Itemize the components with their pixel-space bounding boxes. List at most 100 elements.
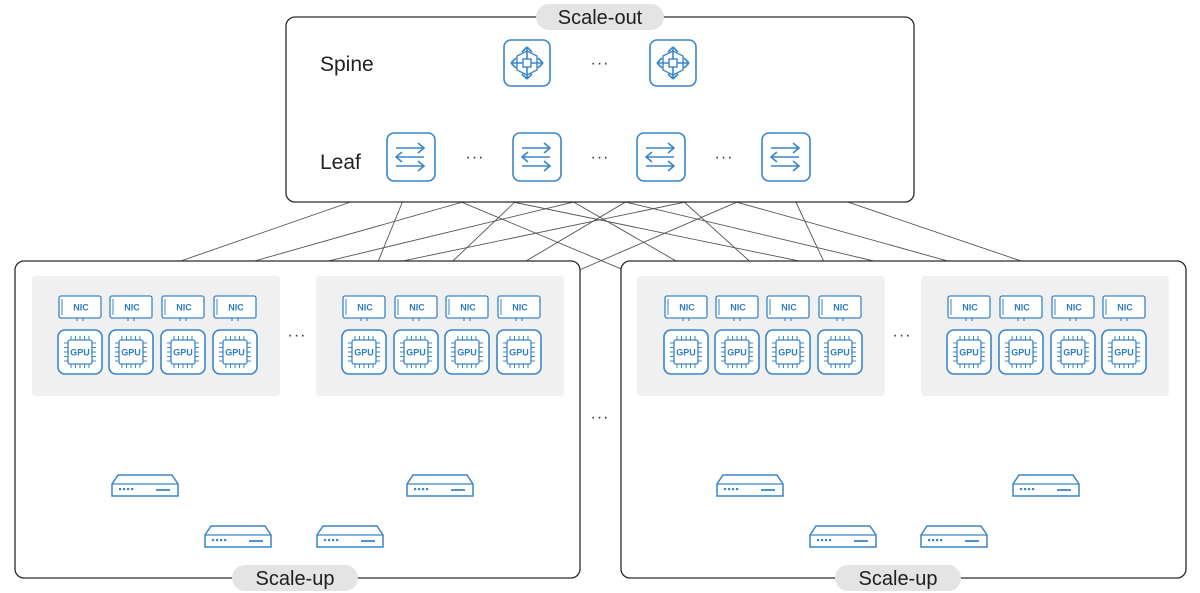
rack-port [328,539,331,542]
nic-card-icon: NIC [445,295,489,321]
nic-card-icon: NIC [947,295,991,321]
rack-port [127,488,130,491]
rack-port [324,539,327,542]
gpu-chip-icon: GPU [212,329,258,375]
rack-port [119,488,122,491]
rack-port [131,488,134,491]
rack-port [418,488,421,491]
nic-frame [161,295,205,319]
nic-frame [947,295,991,319]
router-center [668,58,678,68]
nic-label: NIC [962,303,978,313]
gpu-label: GPU [1011,348,1031,358]
rack-port [212,539,215,542]
nic-frame [213,295,257,319]
gpu-chip-icon: GPU [765,329,811,375]
gpu-pins [670,336,702,368]
rack-port [936,539,939,542]
rack-body [809,525,877,548]
rack-port [736,488,739,491]
spine-router-icon [503,39,551,87]
rack-switch-icon [204,525,272,548]
gpu-chip-icon: GPU [496,329,542,375]
gpu-pins [451,336,483,368]
nic-card-icon: NIC [999,295,1043,321]
gpu-chip-icon: GPU [444,329,490,375]
gpu-pins [503,336,535,368]
gpu-pins [772,336,804,368]
nic-label: NIC [512,303,528,313]
nic-frame [1102,295,1146,319]
leaf-switch-icon [761,132,811,182]
scale-up-label: Scale-up [859,568,938,590]
nic-frame [342,295,386,319]
nic-card-icon: NIC [1051,295,1095,321]
gpu-chip-icon: GPU [1101,329,1147,375]
rack-body [406,474,474,497]
nic-label: NIC [176,303,192,313]
nic-frame [664,295,708,319]
gpu-pins [115,336,147,368]
rack-port [724,488,727,491]
gpu-label: GPU [778,348,798,358]
gpu-label: GPU [509,348,529,358]
nic-label: NIC [1066,303,1082,313]
scale-up-label-pill [232,565,358,591]
nic-label: NIC [228,303,244,313]
gpu-pins [1057,336,1089,368]
gpu-label: GPU [70,348,90,358]
nic-frame [1051,295,1095,319]
rack-port [332,539,335,542]
rack-switch-icon [809,525,877,548]
nic-label: NIC [124,303,140,313]
router-core [516,50,538,76]
gpu-pins [348,336,380,368]
gpu-pins [219,336,251,368]
gpu-chip-icon: GPU [714,329,760,375]
rack-body [111,474,179,497]
rack-switch-icon [716,474,784,497]
gpu-label: GPU [676,348,696,358]
nic-frame [715,295,759,319]
switch-arrows [394,142,426,172]
rack-body [716,474,784,497]
nic-card-icon: NIC [1102,295,1146,321]
gpu-pins [824,336,856,368]
rack-body [204,525,272,548]
ellipsis-label: ··· [715,149,734,166]
gpu-chip-icon: GPU [1050,329,1096,375]
gpu-label: GPU [457,348,477,358]
rack-port [940,539,943,542]
spine-router-icon [649,39,697,87]
nic-label: NIC [73,303,89,313]
router-center [522,58,532,68]
spine-label: Spine [320,53,374,76]
gpu-label: GPU [1114,348,1134,358]
switch-arrows [520,142,552,172]
nic-frame [109,295,153,319]
nic-card-icon: NIC [58,295,102,321]
gpu-label: GPU [354,348,374,358]
gpu-chip-icon: GPU [817,329,863,375]
nic-label: NIC [730,303,746,313]
nic-label: NIC [781,303,797,313]
rack-port [220,539,223,542]
rack-port [1020,488,1023,491]
leaf-switch-icon [512,132,562,182]
gpu-chip-icon: GPU [57,329,103,375]
gpu-chip-icon: GPU [946,329,992,375]
rack-port [224,539,227,542]
nic-card-icon: NIC [766,295,810,321]
router-core [662,50,684,76]
gpu-pins [1005,336,1037,368]
nic-frame [58,295,102,319]
nic-card-icon: NIC [342,295,386,321]
nic-label: NIC [1014,303,1030,313]
scale-out-frame [285,16,915,203]
nic-frame [766,295,810,319]
rack-switch-icon [406,474,474,497]
nic-card-icon: NIC [818,295,862,321]
rack-body [1012,474,1080,497]
nic-card-icon: NIC [109,295,153,321]
